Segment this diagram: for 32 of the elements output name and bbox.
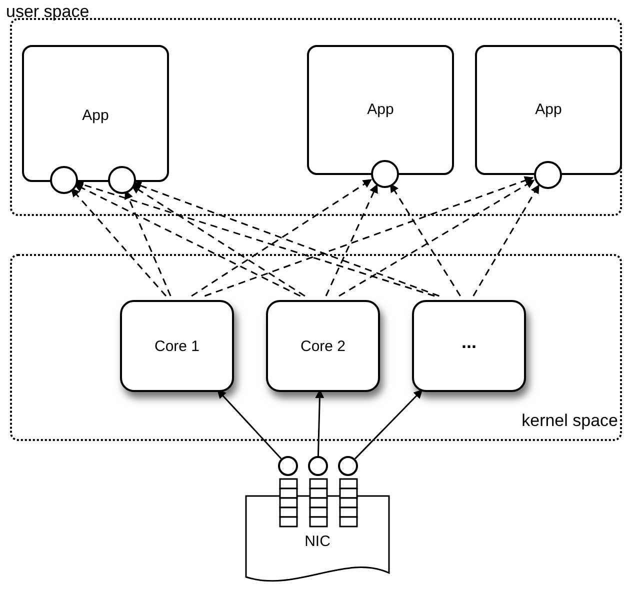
dashed-arrow [191, 178, 372, 297]
box-label: App [81, 107, 110, 124]
dashed-arrow [325, 184, 378, 296]
socket-circle [338, 456, 358, 476]
box-label: ... [460, 332, 478, 353]
dashed-arrow [74, 184, 301, 297]
dashed-arrow [472, 184, 540, 296]
box-label: Core 2 [299, 338, 347, 355]
region-label: user space [6, 2, 90, 22]
socket-circle [278, 456, 298, 476]
dashed-arrow [338, 180, 535, 297]
socket-circle [308, 456, 328, 476]
device-label: NIC [304, 533, 332, 550]
core-box [412, 300, 526, 392]
box-label: App [366, 101, 395, 118]
dashed-arrow [390, 183, 461, 296]
box-label: App [534, 101, 563, 118]
box-label: Core 1 [153, 338, 201, 355]
arrow [354, 389, 423, 460]
dashed-arrow [70, 188, 167, 296]
dashed-arrow [124, 190, 172, 296]
app-box [22, 45, 169, 182]
arrow [315, 389, 324, 456]
core-box [120, 300, 234, 392]
core-box [266, 300, 380, 392]
arrow [217, 389, 282, 460]
app-box [475, 45, 622, 175]
dotted-region [10, 254, 622, 441]
dashed-arrow [131, 184, 306, 297]
app-box [307, 45, 454, 175]
region-label: kernel space [522, 411, 618, 431]
dashed-arrow [204, 176, 534, 297]
